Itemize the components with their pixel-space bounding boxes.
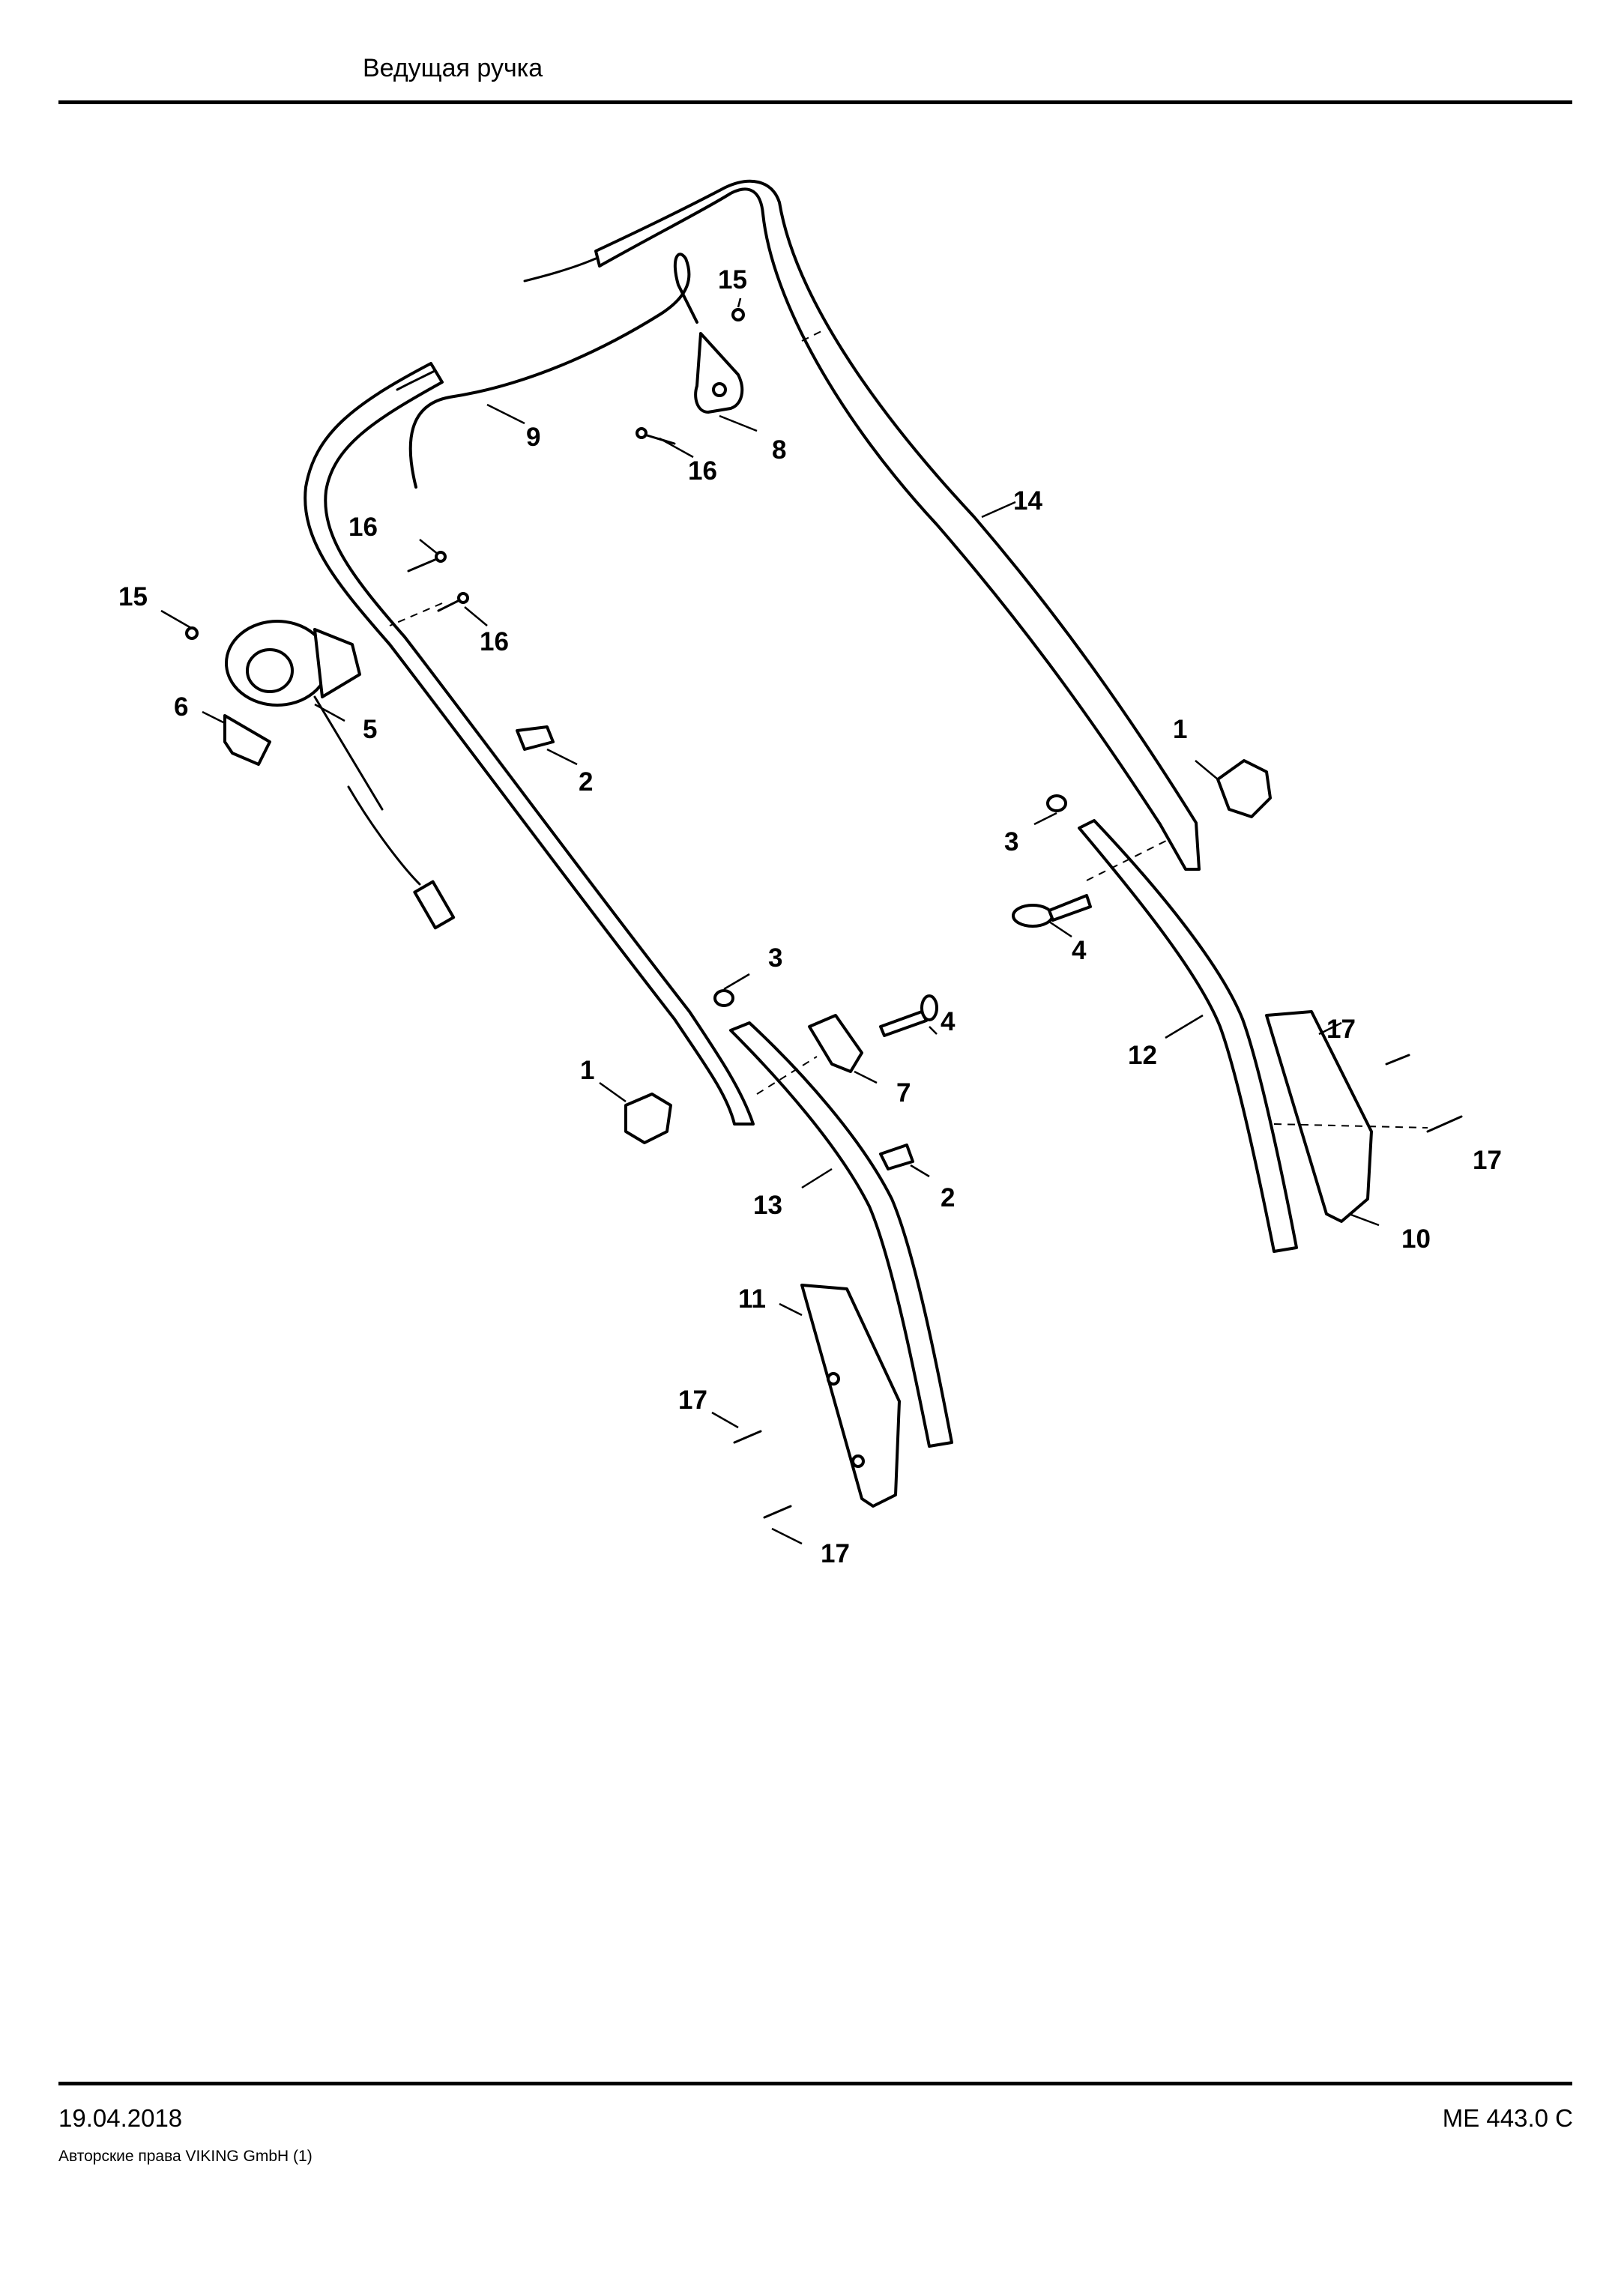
- callout-15-left: 15: [118, 582, 148, 611]
- screw-16-a: [636, 427, 676, 445]
- clip-2-b: [879, 1144, 914, 1170]
- callout-2-upper: 2: [579, 767, 593, 797]
- bracket-11: [800, 1284, 901, 1508]
- callout-5: 5: [363, 715, 377, 744]
- callout-17-upper-left: 17: [678, 1386, 707, 1415]
- callout-17-lower-right: 17: [1473, 1146, 1502, 1175]
- callout-7: 7: [896, 1078, 911, 1108]
- callout-1-right: 1: [1173, 715, 1187, 744]
- callout-3-left: 3: [768, 943, 782, 973]
- callout-17-lower-left: 17: [821, 1539, 850, 1568]
- callout-1-left: 1: [580, 1056, 594, 1085]
- screw-16-c: [437, 592, 469, 612]
- leader-lines: [160, 297, 1380, 1545]
- screw-17-c: [733, 1430, 762, 1444]
- callout-16-upper: 16: [688, 456, 717, 486]
- callout-17-upper-right: 17: [1326, 1015, 1356, 1044]
- screw-17-d: [763, 1505, 792, 1519]
- footer-model: ME 443.0 C: [1442, 2104, 1573, 2132]
- callout-4-left: 4: [941, 1007, 956, 1036]
- callout-9: 9: [526, 423, 540, 452]
- callout-11: 11: [738, 1284, 766, 1314]
- callout-15-upper: 15: [718, 265, 747, 294]
- footer-date: 19.04.2018: [58, 2104, 183, 2132]
- callout-16-lower: 16: [480, 627, 509, 656]
- cover-6: [223, 714, 271, 766]
- callout-8: 8: [772, 435, 786, 465]
- callout-2-lower: 2: [941, 1183, 955, 1212]
- callout-4-right: 4: [1072, 936, 1087, 965]
- lower-tube-12: [1078, 819, 1298, 1253]
- callout-12: 12: [1128, 1041, 1157, 1070]
- nut-3-left: [713, 989, 734, 1007]
- callout-3-right: 3: [1004, 827, 1018, 857]
- cable-switch-5: [225, 620, 456, 930]
- bracket-10: [1265, 1010, 1373, 1223]
- handle-tube-14: [304, 179, 1201, 1126]
- callout-14: 14: [1013, 486, 1042, 516]
- nut-3-right: [1046, 794, 1067, 812]
- clip-2-a: [516, 725, 555, 751]
- header-rule: [58, 100, 1572, 104]
- assembly-guides: [389, 329, 1428, 1129]
- screw-15: [185, 626, 199, 640]
- callout-6: 6: [174, 692, 188, 722]
- lever-7: [808, 1014, 863, 1073]
- callout-16-mid: 16: [348, 513, 378, 542]
- screw-17-b: [1426, 1115, 1463, 1133]
- page-title: Ведущая ручка: [363, 54, 543, 82]
- footer-rule: [58, 2082, 1572, 2085]
- lever-8: [694, 308, 745, 414]
- screw-16-b: [407, 551, 447, 573]
- bolt-4-right: [1012, 894, 1092, 928]
- lower-tube-13: [729, 1021, 953, 1448]
- bolt-4-left: [879, 994, 938, 1037]
- footer-copyright: Авторские права VIKING GmbH (1): [58, 2148, 313, 2165]
- callout-10: 10: [1401, 1224, 1431, 1254]
- cable-9: [408, 253, 698, 489]
- callout-13: 13: [753, 1191, 782, 1220]
- star-knob-1-left: [624, 1093, 672, 1144]
- star-knob-1-right: [1216, 759, 1272, 818]
- screw-17-a: [1385, 1054, 1410, 1066]
